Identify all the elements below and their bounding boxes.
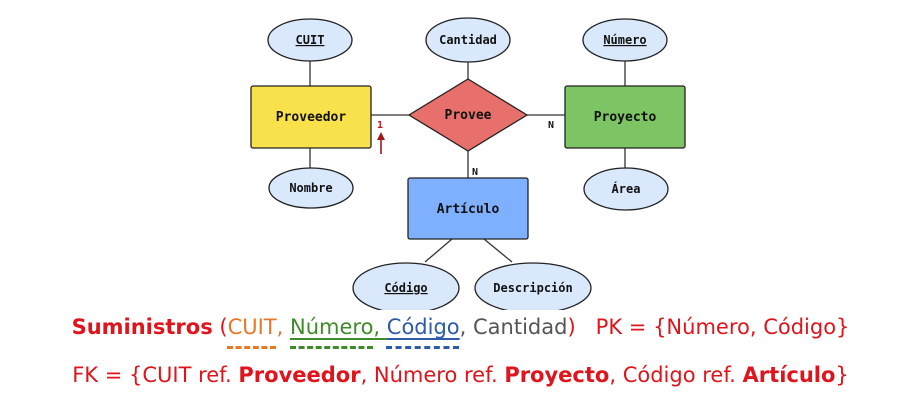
- cardinality-arrow: [377, 132, 385, 154]
- separator-2: ,: [373, 315, 387, 339]
- cardinality-proveedor: 1: [377, 120, 383, 131]
- fk-mid-1: , Número ref.: [360, 363, 505, 387]
- fk-ref-articulo: Artículo: [742, 363, 836, 387]
- fk-ref-proveedor: Proveedor: [238, 363, 361, 387]
- entity-proyecto-label: Proyecto: [594, 110, 657, 125]
- separator-1: ,: [276, 315, 290, 339]
- table-name: Suministros: [71, 315, 213, 339]
- attr-cuit: [267, 18, 353, 62]
- fk-ref-proyecto: Proyecto: [504, 363, 610, 387]
- attributes: [267, 17, 669, 310]
- primary-key: PK = {Número, Código}: [575, 315, 850, 339]
- attr-numero-pk: Número: [290, 315, 373, 339]
- attr-codigo-pk-text: Código: [386, 315, 460, 339]
- attr-cantidad-schema: Cantidad: [473, 315, 568, 339]
- attr-numero-pk-text: Número: [290, 315, 374, 339]
- fk-prefix: FK = {CUIT ref.: [72, 363, 239, 387]
- entity-articulo-label: Artículo: [437, 202, 500, 217]
- attr-cuit-fk: CUIT: [227, 315, 277, 339]
- cardinality-articulo: N: [472, 167, 478, 178]
- attr-numero-label: Número: [603, 33, 646, 47]
- line-articulo-descripcion: [483, 238, 513, 263]
- open-paren: (: [212, 315, 228, 339]
- attr-area: [583, 167, 669, 211]
- entity-proveedor-label: Proveedor: [276, 110, 347, 125]
- cardinality-proyecto: N: [548, 120, 554, 131]
- attr-nombre-label: Nombre: [289, 181, 332, 195]
- attr-descripcion: [474, 262, 592, 310]
- separator-3: ,: [459, 315, 473, 339]
- relationship-provee: [407, 78, 529, 152]
- connector-lines: [309, 61, 626, 263]
- attr-descripcion-label: Descripción: [493, 281, 572, 295]
- attr-codigo-label: Código: [384, 281, 427, 295]
- schema-definition: Suministros (CUIT, Número, Código, Canti…: [0, 315, 921, 339]
- entity-proyecto: [564, 85, 686, 149]
- attr-nombre: [268, 167, 354, 209]
- close-paren: ): [567, 315, 576, 339]
- relationship-provee-label: Provee: [445, 108, 492, 123]
- attr-numero: [582, 18, 668, 62]
- attr-cuit-label: CUIT: [296, 33, 325, 47]
- fk-suffix: }: [835, 363, 849, 387]
- entity-articulo: [407, 177, 529, 240]
- entity-proveedor: [250, 85, 372, 149]
- attr-area-label: Área: [612, 181, 641, 196]
- attr-cantidad-label: Cantidad: [439, 33, 497, 47]
- er-diagram: CUIT Cantidad Número Nombre Área Código …: [250, 17, 686, 310]
- foreign-keys: FK = {CUIT ref. Proveedor, Número ref. P…: [0, 363, 921, 387]
- fk-mid-2: , Código ref.: [609, 363, 743, 387]
- attr-cantidad: [425, 17, 511, 63]
- attr-codigo: [352, 262, 460, 310]
- line-articulo-codigo: [424, 238, 453, 263]
- attr-codigo-pk: Código: [387, 315, 460, 339]
